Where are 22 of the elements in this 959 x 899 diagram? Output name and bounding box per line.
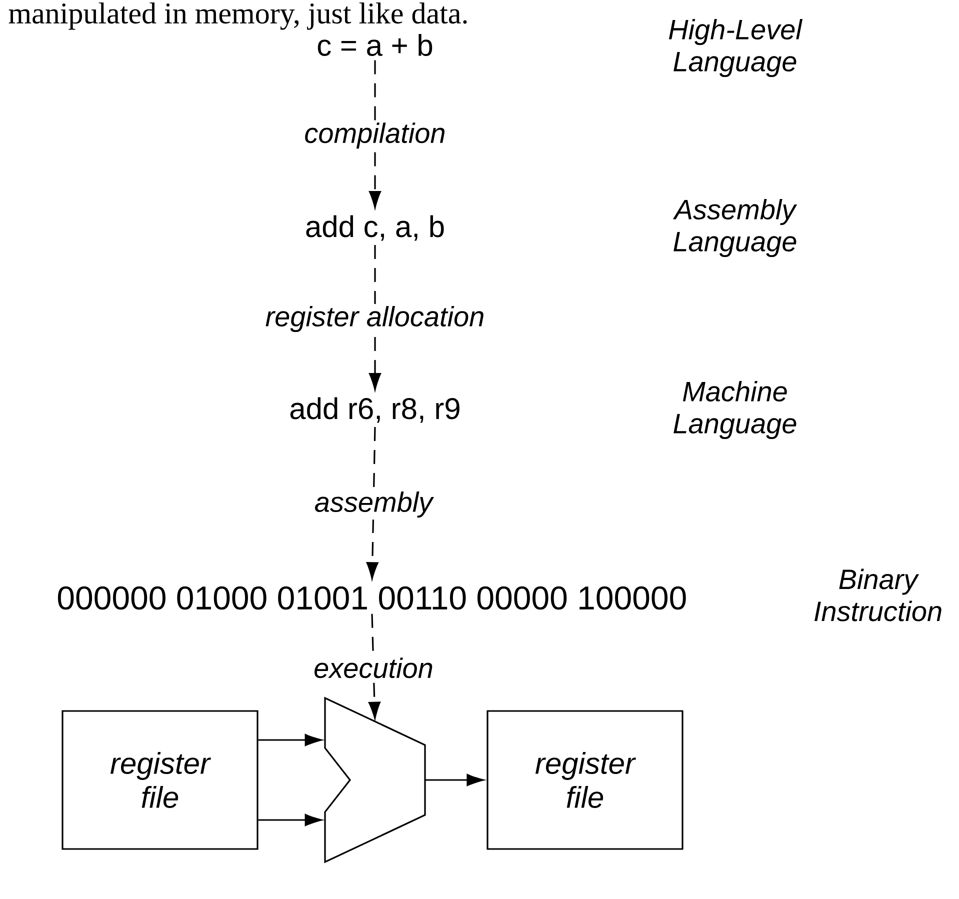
arrow [258,814,322,826]
code-text: add c, a, b [306,215,444,241]
level-label: Assembly Language [672,198,798,258]
arrow [425,774,484,786]
arrow [369,60,381,208]
level-label: High-Level Language [668,18,803,78]
edge-label: register allocation [266,306,484,332]
code-text: c = a + b [318,34,432,56]
arrow [366,426,378,580]
code-text: 000000 01000 01001 00110 00000 100000 [58,586,686,610]
arrow [368,614,380,719]
edge-label: compilation [305,122,445,149]
register-file-box: register file [62,710,258,850]
level-label: Binary Instruction [814,568,942,622]
heading-text: manipulated in memory, just like data. [8,2,467,30]
arrow [258,734,322,746]
edge-label: execution [314,658,432,678]
edge-label: assembly [315,492,434,518]
arrow [369,244,381,390]
level-label: Machine Language [674,380,796,440]
code-text: add r6, r8, r9 [290,397,460,423]
register-file-box: register file [486,710,684,850]
